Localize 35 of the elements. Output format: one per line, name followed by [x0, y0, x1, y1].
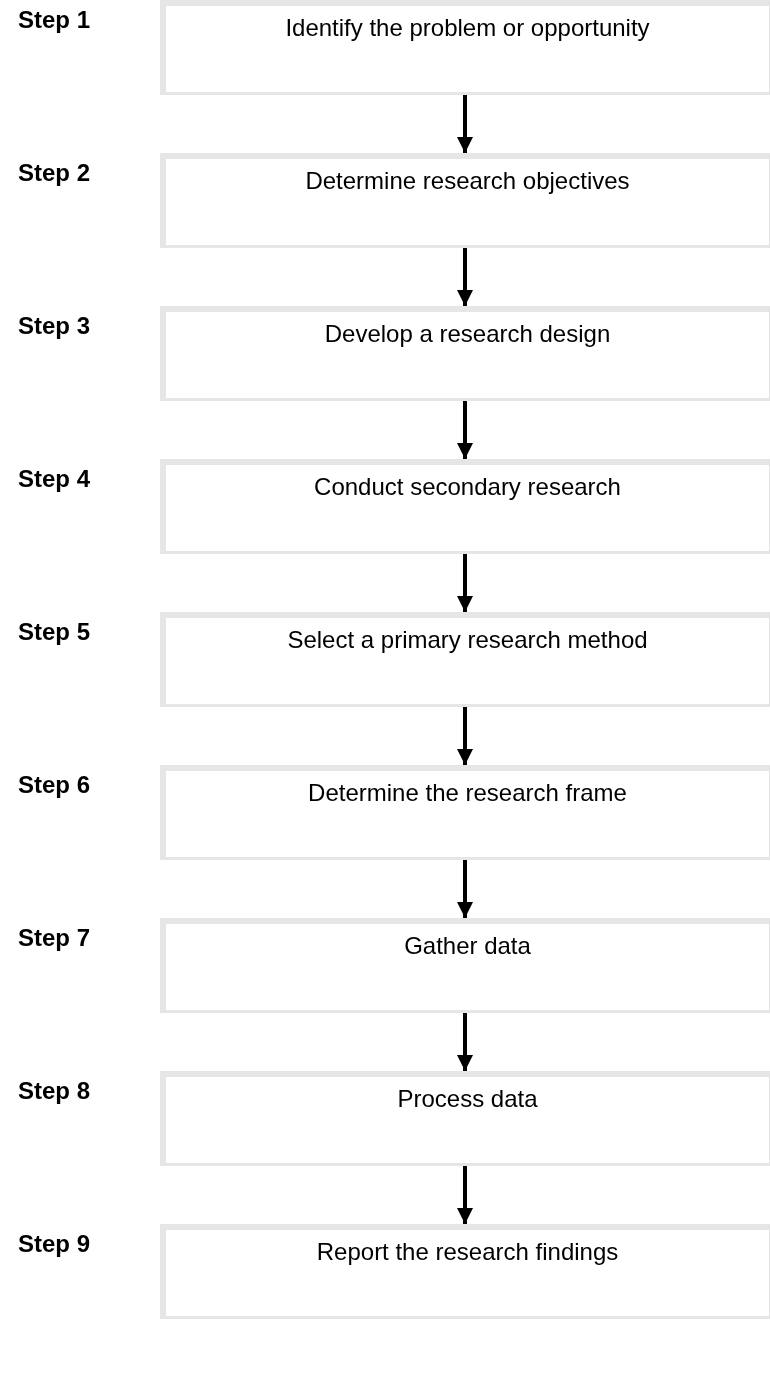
process-box	[160, 1224, 770, 1319]
arrow	[457, 248, 473, 306]
process-box	[160, 459, 770, 554]
step-label: Step 3	[18, 312, 91, 340]
process-box	[160, 918, 770, 1013]
process-box	[160, 306, 770, 401]
arrow	[457, 860, 473, 918]
step-label: Step 1	[18, 6, 91, 34]
arrow	[457, 401, 473, 459]
step-text: Conduct secondary research	[314, 473, 621, 501]
arrow	[457, 554, 473, 612]
step-label: Step 9	[18, 1230, 91, 1258]
step-text: Identify the problem or opportunity	[285, 14, 650, 42]
step-text: Process data	[397, 1085, 538, 1113]
process-box	[160, 612, 770, 707]
process-box	[160, 153, 770, 248]
process-box	[160, 0, 770, 95]
step-label: Step 5	[18, 618, 91, 646]
step-label: Step 8	[18, 1077, 91, 1105]
arrow	[457, 707, 473, 765]
arrow	[457, 1166, 473, 1224]
step-text: Report the research findings	[316, 1238, 619, 1266]
process-box	[160, 765, 770, 860]
step-label: Step 7	[18, 924, 91, 952]
arrow	[457, 95, 473, 153]
process-box	[160, 1071, 770, 1166]
step-text: Select a primary research method	[287, 626, 648, 654]
step-label: Step 6	[18, 771, 91, 799]
step-text: Determine the research frame	[308, 779, 627, 807]
step-label: Step 2	[18, 159, 91, 187]
step-text: Determine research objectives	[305, 167, 630, 195]
step-text: Gather data	[404, 932, 531, 960]
step-label: Step 4	[18, 465, 91, 493]
arrow	[457, 1013, 473, 1071]
step-text: Develop a research design	[324, 320, 611, 348]
